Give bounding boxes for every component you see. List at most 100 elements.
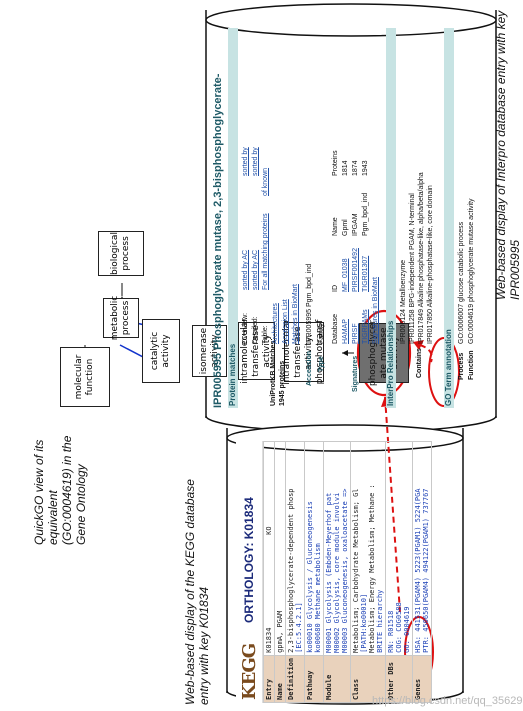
- kegg-value: Metabolism; Carbohydrate Metabolism; Gl[…: [350, 441, 386, 656]
- kegg-pathway-link[interactable]: ko00680 Methane metabolism: [314, 543, 322, 653]
- contains-item[interactable]: IPR011258 BPG-independent PGAM, N-termin…: [409, 193, 416, 344]
- go-node-frame-metabolic: metabolic process: [103, 296, 139, 340]
- interpro-title: IPR005995 Phosphoglycerate mutase, 2,3-b…: [212, 73, 224, 408]
- kegg-pathway-link[interactable]: ko00010 Glycolysis / Gluconeogenesis: [306, 501, 314, 653]
- function-value[interactable]: GO:0004619 phosphoglycerate mutase activ…: [468, 198, 475, 344]
- kegg-path-link[interactable]: [PATH:ko00010]: [360, 593, 368, 653]
- sig-name: Pgm_bpd_ind: [362, 192, 369, 236]
- relationships-header: InterPro Relationships: [386, 28, 396, 408]
- go-node-catalytic-activity[interactable]: catalytic activity: [142, 319, 180, 383]
- go-node-molecular-function[interactable]: molecular function: [60, 347, 110, 407]
- sig-count: 1814: [342, 160, 349, 176]
- sig-id-link[interactable]: TIGR01307: [362, 255, 369, 292]
- kegg-key: Pathway: [304, 655, 324, 703]
- kegg-module-link[interactable]: M00002 Glycolysis, core module involvi: [333, 492, 341, 653]
- kegg-db-link[interactable]: COG: COG0588: [395, 602, 403, 653]
- sig-name: IPGAM: [352, 213, 359, 236]
- sig-name: Gpml: [342, 219, 349, 236]
- detailed-label: Detailed:: [252, 316, 259, 344]
- overview-label: Overview:: [242, 312, 249, 344]
- detailed-link-2[interactable]: sorted by: [252, 147, 259, 176]
- kegg-ec-link[interactable]: [EC:5.4.2.1]: [295, 602, 303, 653]
- kegg-value-text: K01834: [265, 627, 273, 653]
- kegg-gene-link[interactable]: PTR: 450650(PGAM4) 494122(PGAM1) 737767: [422, 488, 430, 653]
- sig-count: 1943: [362, 160, 369, 176]
- table-link-2[interactable]: of known: [262, 167, 269, 196]
- kegg-key: Module: [323, 655, 351, 703]
- kegg-title: ORTHOLOGY: K01834: [242, 497, 256, 623]
- type-label: Type: [318, 356, 325, 372]
- go-annotation-header: GO Term annotation: [444, 28, 454, 408]
- contains-label: Contains: [416, 348, 423, 378]
- contains-item[interactable]: IPR017850 Alkaline-phosphatase-like, cor…: [427, 185, 434, 344]
- process-label: Process: [458, 352, 465, 380]
- uniprot-count: 1945 proteins: [279, 360, 286, 406]
- uniprot-label: UniProtKB Matches:: [270, 338, 277, 406]
- sig-db-link[interactable]: HAMAP: [342, 319, 349, 344]
- kegg-value: K01834 KO: [263, 441, 275, 656]
- go-node-frame-catalytic: catalytic activity: [142, 319, 180, 383]
- kegg-value-text: Metabolism; Carbohydrate Metabolism; Gl: [352, 488, 360, 653]
- sig-id-link[interactable]: MF_01038: [342, 258, 349, 292]
- sig-head-name: Name: [332, 217, 339, 236]
- table-label: Table:: [262, 325, 269, 344]
- biomart-link[interactable]: Matches in BioMart: [292, 284, 299, 344]
- sig-db-link[interactable]: PIRSF: [352, 323, 359, 344]
- detailed-link[interactable]: sorted by AC: [252, 249, 259, 290]
- table-row: Pathway ko00010 Glycolysis / Gluconeogene…: [304, 441, 324, 703]
- kegg-db-link[interactable]: RN: R01518: [387, 610, 395, 653]
- kegg-go-link[interactable]: GO: 0004619: [403, 606, 411, 653]
- accession-list-link[interactable]: Accession List: [282, 299, 289, 344]
- kegg-value-text: Metabolism; Energy Metabolism; Methane :: [368, 484, 376, 653]
- sig-head-proteins: Proteins: [332, 150, 339, 176]
- table-link[interactable]: For all matching proteins: [262, 213, 269, 290]
- kegg-key: Name: [274, 655, 286, 703]
- accession-label: Accession: [306, 350, 313, 386]
- kegg-extra-text: KO: [265, 526, 273, 535]
- kegg-logo: KEGG: [239, 643, 260, 700]
- protein-matches-header: Protein matches: [228, 28, 238, 408]
- go-node-frame-biological: biological process: [98, 231, 144, 276]
- kegg-value-text: 2,3-bisphosphoglycerate-dependent phosp: [287, 488, 295, 653]
- signatures-label: Signatures: [352, 355, 359, 392]
- overview-link-2[interactable]: sorted by: [242, 147, 249, 176]
- interpro-panel: IPR005995 Phosphoglycerate mutase, 2,3-b…: [212, 28, 480, 408]
- interpro-cylinder-top: [205, 3, 497, 37]
- kegg-module-link[interactable]: M00003 Gluconeogenesis, oxaloacetate =>: [341, 488, 349, 653]
- kegg-brite-link[interactable]: BRITE hierarchy: [376, 589, 384, 653]
- sig-head-id: ID: [332, 285, 339, 292]
- architectures-link[interactable]: Architectures: [272, 303, 279, 344]
- accession-value: IPR005995 Pgm_bpd_ind: [306, 263, 313, 344]
- contains-item[interactable]: IPR017849 Alkaline phosphatase-like, alp…: [418, 172, 425, 344]
- function-label: Function: [468, 350, 475, 380]
- sig-db-link[interactable]: TIGRFAMs: [362, 309, 369, 344]
- go-node-biological-process[interactable]: biological process: [98, 231, 144, 276]
- kegg-gene-link[interactable]: HSA: 441531(PGAM4) 5223(PGAM1) 5224(PGA: [414, 488, 422, 653]
- overview-link[interactable]: sorted by AC: [242, 249, 249, 290]
- kegg-cylinder-outline: [226, 428, 464, 693]
- kegg-module-link[interactable]: M00001 Glycolysis (Embden-Meyerhof pat: [325, 492, 333, 653]
- contains-item[interactable]: IPR006124 Metalloenzyme: [400, 259, 407, 344]
- kegg-key: Definition: [285, 655, 305, 703]
- process-value[interactable]: GO:0006007 glucose catabolic process: [458, 221, 465, 344]
- dashed-link-kegg: [384, 396, 401, 613]
- table-row: Definition 2,3-bisphosphoglycerate-depend…: [285, 441, 305, 703]
- sig-id-link[interactable]: PIRSF001492: [352, 248, 359, 292]
- kegg-value: gpmA, PGAM: [274, 441, 286, 656]
- sig-biomart-link[interactable]: Signatures in BioMart: [372, 277, 379, 344]
- kegg-key: Entry: [263, 655, 275, 703]
- kegg-caption: Web-based display of the KEGG database e…: [183, 479, 211, 705]
- interpro-caption: Web-based display of Interpro database e…: [494, 10, 522, 300]
- go-node-metabolic-process[interactable]: metabolic process: [103, 296, 139, 340]
- type-value: Family: [318, 323, 325, 344]
